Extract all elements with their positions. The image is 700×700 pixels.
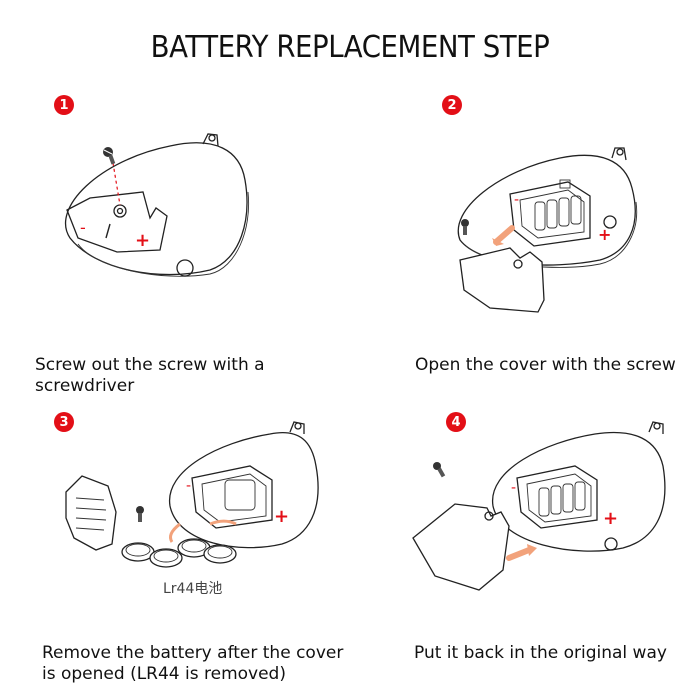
arrow-icon (506, 547, 532, 561)
step-1-caption-line2: screwdriver (35, 376, 135, 396)
step-3-caption-line1: Remove the battery after the cover (42, 643, 344, 663)
plus-sign: + (135, 230, 150, 251)
device-button (603, 215, 617, 229)
device-button (176, 259, 194, 277)
step-4-caption: Put it back in the original way (414, 643, 667, 664)
arrow-icon (493, 225, 515, 245)
step-1-caption-line1: Screw out the screw with a (35, 355, 265, 375)
step-4-caption-line1: Put it back in the original way (414, 643, 667, 663)
screw-icon (433, 462, 446, 478)
battery-cover (459, 247, 545, 313)
screw-icon (103, 147, 116, 165)
battery-compartment (191, 465, 273, 529)
screw-icon (461, 219, 469, 235)
battery-label: Lr44电池 (163, 581, 223, 597)
minus-sign: - (186, 478, 191, 494)
battery-cover (65, 475, 117, 551)
battery-cover (412, 503, 510, 591)
arrow-icon (209, 519, 237, 526)
step-4-illustration: - + (412, 421, 666, 591)
coin-batteries (121, 538, 237, 568)
arrow-icon (168, 522, 181, 543)
step-1-badge: 1 (54, 95, 74, 115)
device-shell (169, 432, 319, 549)
step-2-illustration: - + (457, 147, 638, 313)
bar-sign (105, 223, 111, 239)
step-3-illustration: - + (65, 421, 319, 568)
device-shell (492, 431, 666, 552)
step-4-badge: 4 (446, 412, 466, 432)
step-2-badge: 2 (442, 95, 462, 115)
step-1-caption: Screw out the screw with a screwdriver (35, 355, 265, 397)
page-title: BATTERY REPLACEMENT STEP (150, 30, 550, 65)
batteries-in-tray (534, 179, 582, 231)
step-2-caption-line1: Open the cover with the screw (415, 355, 676, 375)
step-2-caption: Open the cover with the screw (415, 355, 676, 376)
battery-cover (66, 191, 168, 253)
screw-guide-line (111, 156, 121, 206)
step-3-badge: 3 (54, 412, 74, 432)
screw-icon (136, 506, 144, 522)
tab-hole (208, 134, 216, 142)
step-3-caption: Remove the battery after the cover is op… (42, 643, 343, 685)
step-3-caption-line2: is opened (LR44 is removed) (42, 664, 286, 684)
minus-sign: - (511, 480, 516, 496)
step-1-illustration: - + (64, 133, 250, 277)
device-tab (611, 147, 627, 161)
minus-sign: - (80, 218, 86, 237)
battery-compartment (516, 465, 598, 529)
plus-sign: + (603, 508, 618, 529)
batteries-in-tray (538, 481, 586, 517)
device-button (604, 537, 618, 551)
plus-sign: + (598, 225, 611, 244)
minus-sign: - (514, 192, 519, 208)
plus-sign: + (274, 506, 289, 527)
device-shell-edge (77, 191, 250, 277)
